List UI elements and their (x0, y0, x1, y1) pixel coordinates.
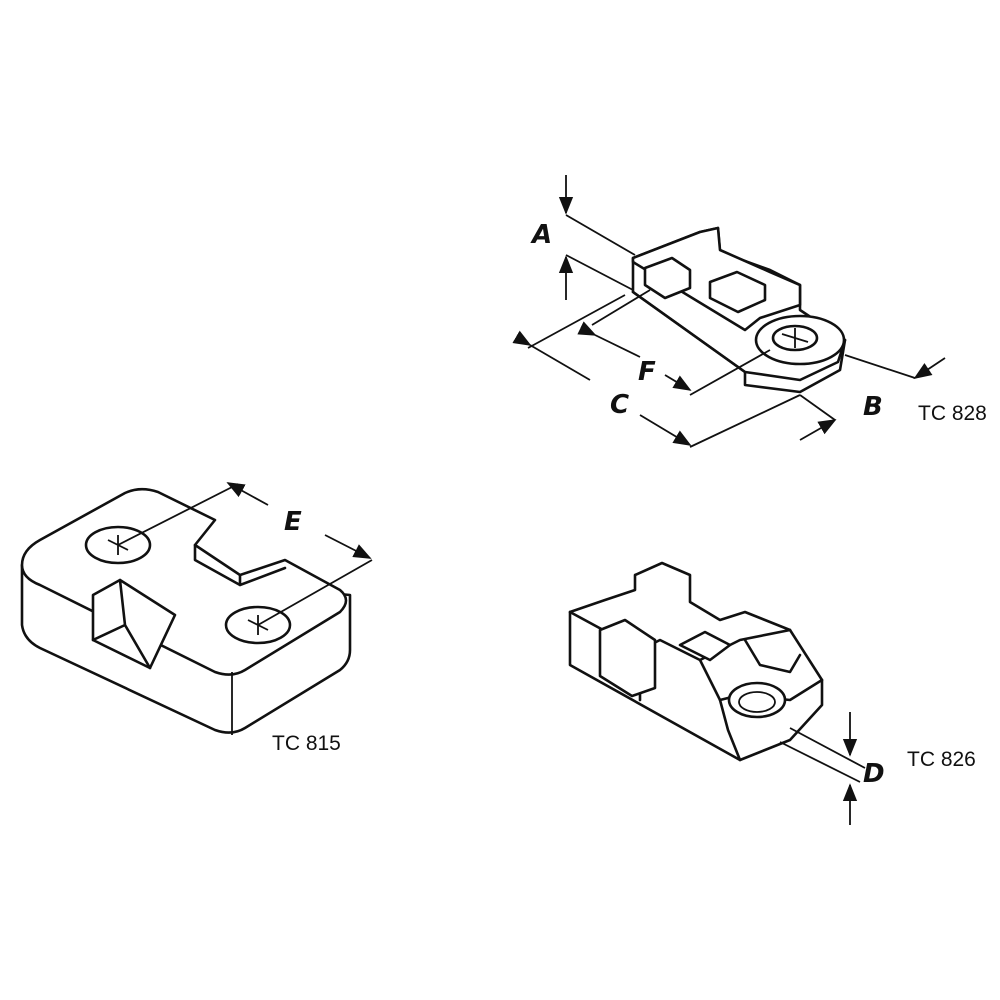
part-label-tc815: TC 815 (272, 732, 341, 755)
dimension-d-label: D (863, 759, 885, 789)
part-tc828: A F C B TC 828 (512, 175, 987, 448)
part-tc826: D TC 826 (568, 561, 976, 825)
dimension-b-label: B (863, 392, 883, 422)
part-label-tc828: TC 828 (918, 402, 987, 425)
dimension-f-label: F (638, 357, 656, 387)
part-label-tc826: TC 826 (907, 748, 976, 771)
part-tc815: E TC 815 (20, 482, 373, 755)
dimension-a-label: A (530, 220, 552, 250)
dimension-e-label: E (284, 507, 302, 537)
dimension-c-label: C (610, 390, 629, 420)
